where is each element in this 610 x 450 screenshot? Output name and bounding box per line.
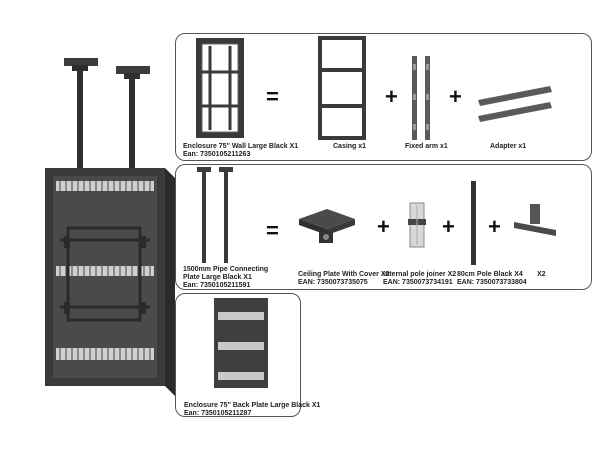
t-connector-illustration <box>514 204 556 236</box>
pole-label: 80cm Pole Black X4 <box>457 271 523 278</box>
plus-sign: + <box>449 84 462 109</box>
internal-pole-joiner-label: Internal pole joiner X2 <box>383 271 457 278</box>
adapter-label: Adapter x1 <box>490 143 527 150</box>
wall-enclosure-label: Enclosure 75" Wall Large Black X1 <box>183 143 299 150</box>
back-plate-illustration <box>214 298 268 388</box>
pipe-connecting-illustration <box>197 167 233 263</box>
wall-enclosure-illustration <box>196 38 244 138</box>
pipe-connecting-label: Plate Large Black X1 <box>183 274 252 281</box>
pole-illustration <box>471 181 476 265</box>
fixed-arm-label: Fixed arm x1 <box>405 143 448 150</box>
pole-ean: EAN: 7350073733804 <box>457 279 527 286</box>
ceiling-plate-label: Ceiling Plate With Cover X2 <box>298 271 390 278</box>
adapter-illustration <box>478 86 552 122</box>
internal-pole-joiner-illustration <box>408 202 426 248</box>
casing-label: Casing x1 <box>333 143 367 150</box>
t-connector-quantity: X2 <box>537 271 546 278</box>
equals-sign: = <box>266 218 279 243</box>
plus-sign: + <box>377 214 390 239</box>
back-plate-label: Enclosure 75" Back Plate Large Black X1 <box>184 402 321 409</box>
back-plate-ean: Ean: 7350105211287 <box>184 410 252 417</box>
ceiling-plate-ean: EAN: 7350073735075 <box>298 279 368 286</box>
plus-sign: + <box>488 214 501 239</box>
equals-sign: = <box>266 84 279 109</box>
pipe-connecting-ean: Ean: 7350105211591 <box>183 282 251 289</box>
fixed-arm-illustration <box>412 56 430 140</box>
internal-pole-joiner-ean: EAN: 7350073734191 <box>383 279 453 286</box>
wall-enclosure-ean: Ean: 7350105211263 <box>183 151 251 158</box>
plus-sign: + <box>385 84 398 109</box>
pipe-connecting-label: 1500mm Pipe Connecting <box>183 266 269 273</box>
casing-illustration <box>318 36 366 140</box>
plus-sign: + <box>442 214 455 239</box>
ceiling-plate-illustration <box>299 209 355 243</box>
